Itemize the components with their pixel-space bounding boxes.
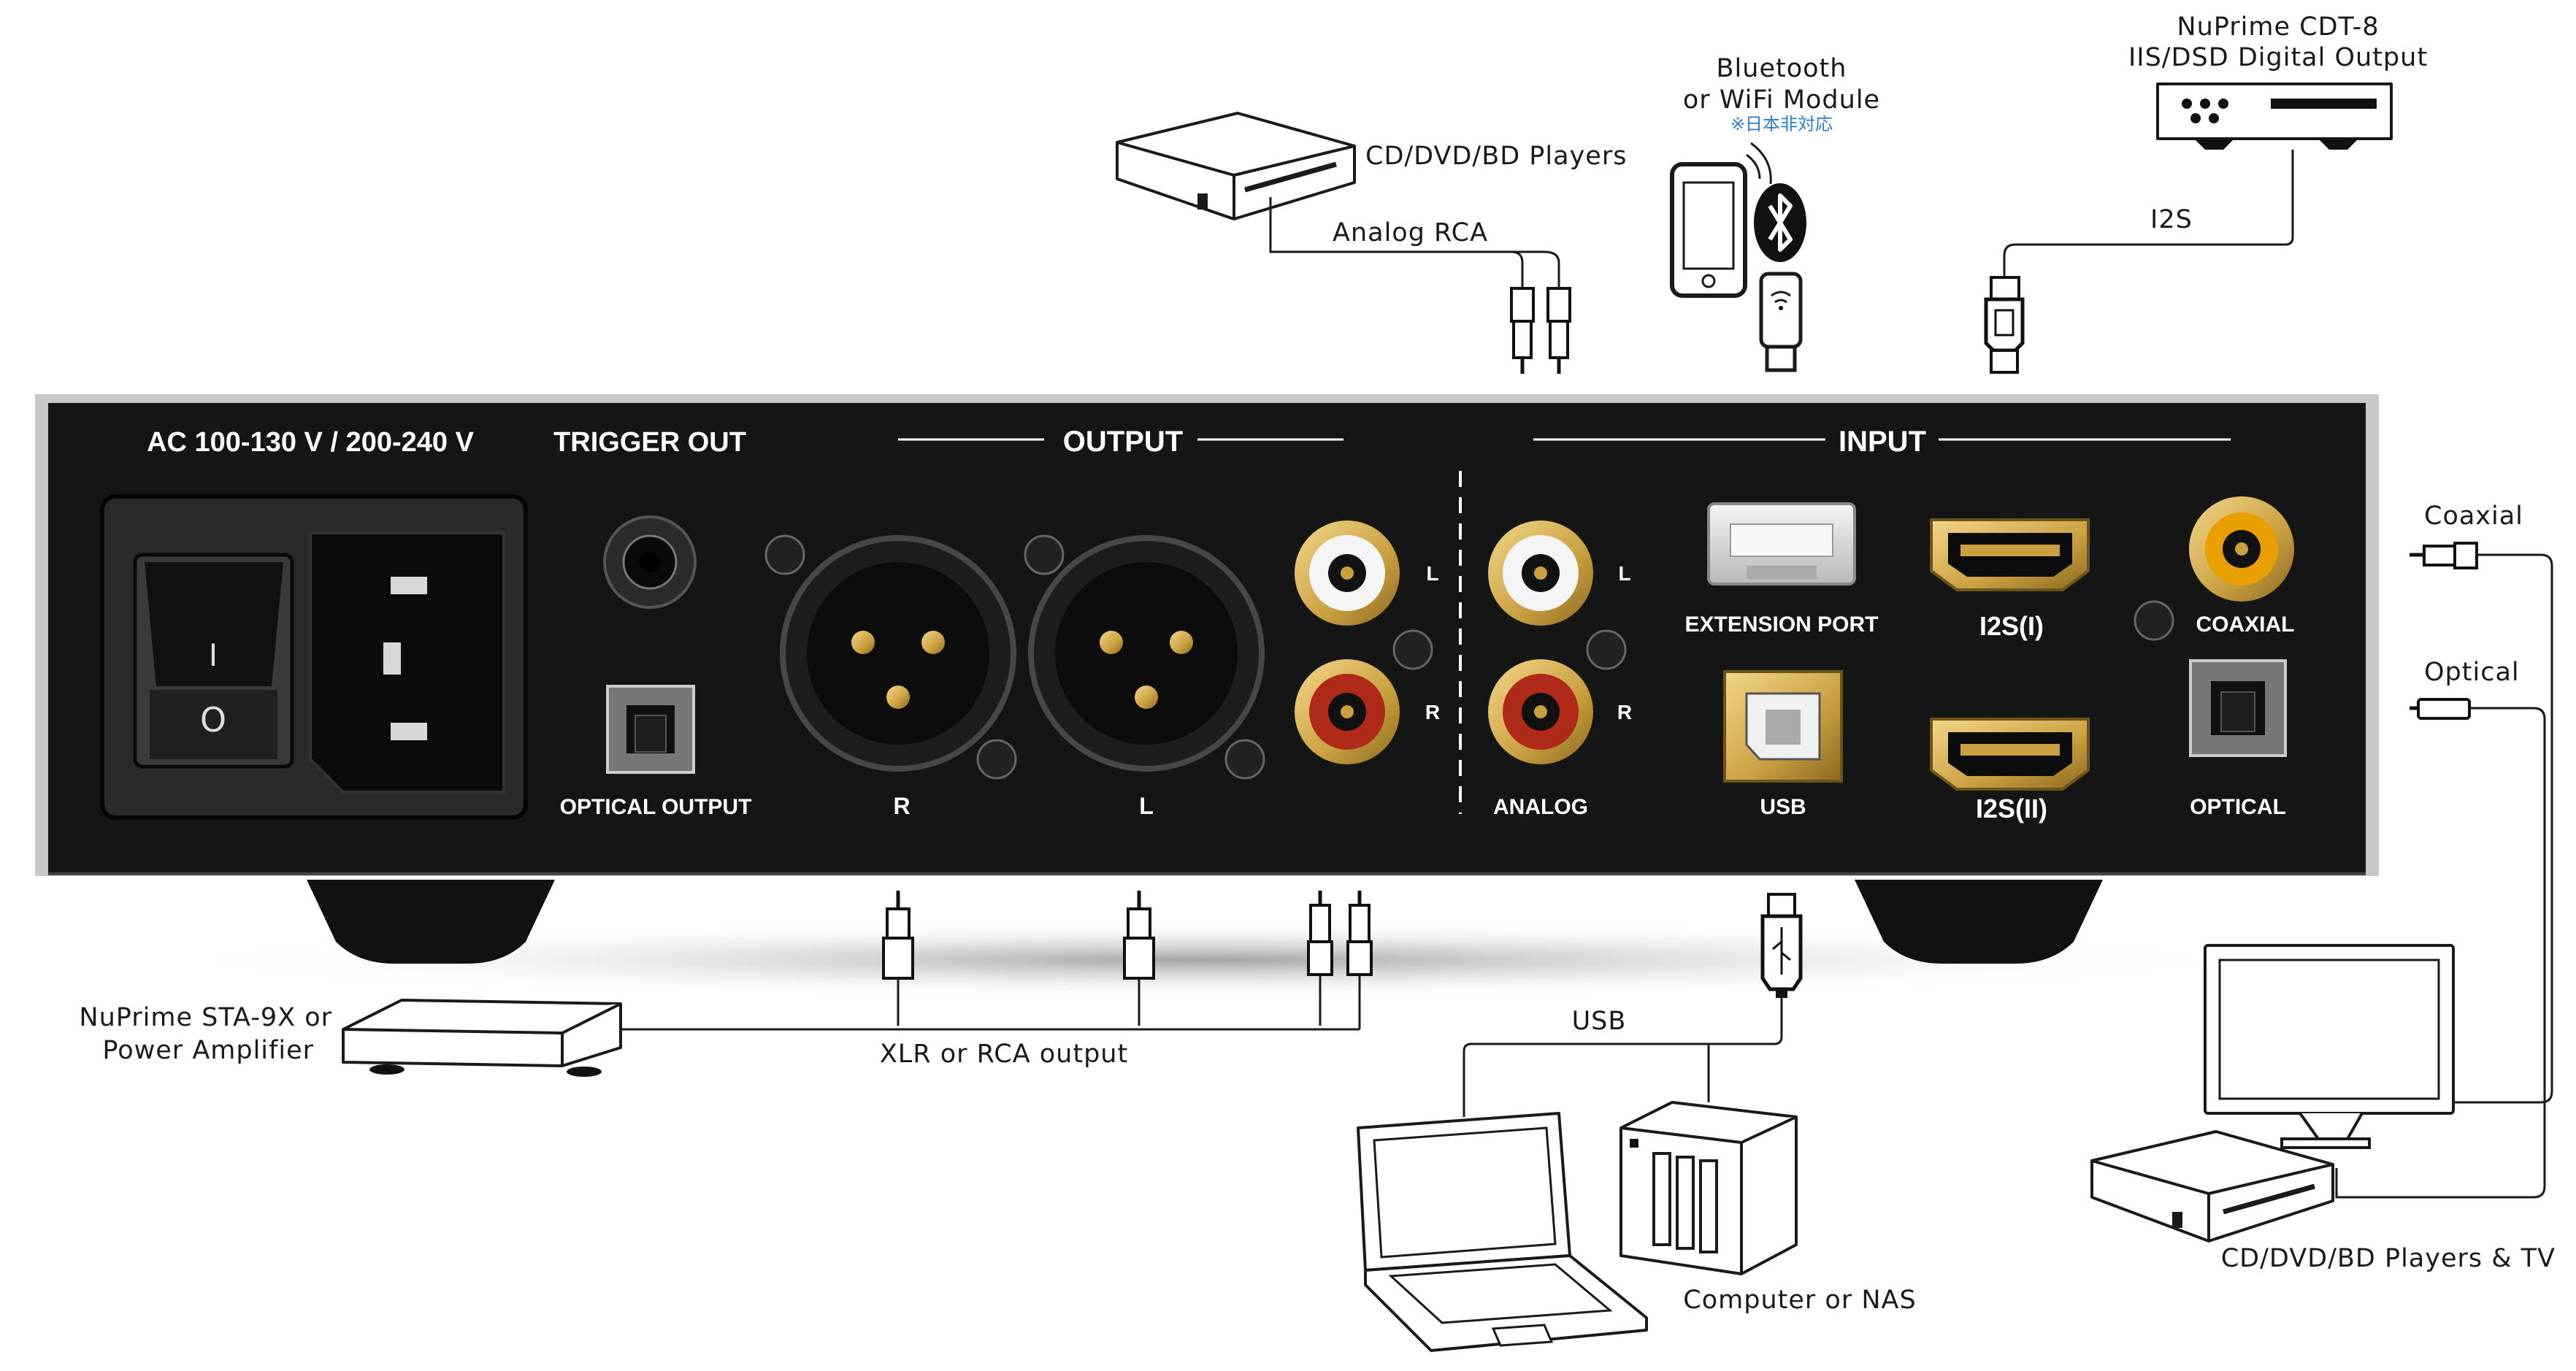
rca-plug-pair-bottom: [1307, 891, 1373, 976]
amplifier-label-line1: NuPrime STA-9X or: [79, 1003, 332, 1032]
xlr-rca-output-label: XLR or RCA output: [880, 1040, 1128, 1069]
hdmi-plug-icon: [1984, 276, 2025, 374]
rca-in-l-label: L: [1618, 562, 1630, 585]
usb-b-port: [1723, 670, 1843, 783]
xlr-output-r: [764, 534, 1017, 780]
rca-analog-input-pair: [1488, 521, 1627, 764]
xlr-l-label: L: [1139, 793, 1154, 819]
i2s-1-label: I2S(I): [1979, 611, 2044, 641]
smartphone-icon: [1670, 162, 1747, 298]
wireless-signal-icon: [1746, 142, 1772, 185]
optical-cable-label: Optical: [2424, 658, 2520, 687]
power-amplifier-icon: [342, 999, 622, 1077]
i2s-cable-label: I2S: [2150, 205, 2193, 234]
optical-output-port: [606, 685, 695, 774]
trigger-out-jack: [603, 515, 697, 609]
bluetooth-icon: [1754, 183, 1806, 262]
coaxial-label: COAXIAL: [2196, 612, 2295, 637]
wifi-dongle-icon: [1759, 272, 1803, 372]
optical-input-port: [2189, 659, 2287, 757]
bluetooth-label-line1: Bluetooth: [1717, 54, 1847, 83]
coaxial-cable: [2453, 553, 2553, 1104]
xlr-r-label: R: [893, 793, 910, 819]
rca-plug-pair-top: [1510, 287, 1571, 374]
ac-label: AC 100-130 V / 200-240 V: [147, 427, 474, 458]
bluetooth-note: ※日本非対応: [1730, 114, 1833, 134]
cd-players-tv-label: CD/DVD/BD Players & TV: [2221, 1244, 2556, 1273]
optical-output-label: OPTICAL OUTPUT: [560, 795, 752, 819]
i2s-cable: [2003, 150, 2294, 277]
cd-players-top-label: CD/DVD/BD Players: [1365, 142, 1627, 171]
xlr-plug-r-icon: [882, 891, 914, 980]
rca-out-r-label: R: [1425, 701, 1440, 723]
bluetooth-label-line2: or WiFi Module: [1683, 85, 1880, 115]
power-switch-off: O: [200, 700, 226, 740]
rca-in-r-label: R: [1617, 701, 1632, 723]
coaxial-cable-label: Coaxial: [2424, 502, 2523, 531]
extension-port-label: EXTENSION PORT: [1684, 612, 1878, 637]
extension-usb-port: [1707, 502, 1856, 585]
rca-out-l-label: L: [1426, 562, 1438, 585]
optical-label: OPTICAL: [2190, 795, 2286, 819]
analog-rca-label: Analog RCA: [1333, 218, 1488, 247]
usb-plug-icon: [1760, 893, 1803, 998]
i2s-2-port: [1930, 718, 2090, 791]
trigger-out-label: TRIGGER OUT: [553, 427, 746, 458]
xlr-rca-output-cable: [621, 975, 1361, 1031]
analog-rca-cable: [1269, 197, 1560, 288]
computer-nas-label: Computer or NAS: [1683, 1286, 1916, 1315]
i2s-1-port: [1930, 518, 2090, 591]
laptop-icon: [1357, 1112, 1648, 1352]
xlr-plug-l-icon: [1123, 891, 1155, 980]
power-switch-on: I: [209, 637, 218, 673]
amplifier-label-line2: Power Amplifier: [102, 1036, 314, 1065]
power-inlet-module: I O: [100, 494, 528, 820]
tv-monitor-icon: [2204, 944, 2455, 1149]
coaxial-input-port: [2134, 496, 2294, 641]
output-header: OUTPUT: [1063, 426, 1183, 458]
cdt8-transport-icon: [2156, 82, 2393, 150]
analog-label: ANALOG: [1493, 795, 1588, 819]
cd-player-bottom-icon: [2090, 1130, 2334, 1243]
usb-label: USB: [1760, 795, 1806, 819]
rca-output-pair: [1295, 521, 1433, 764]
cdt8-label-line2: IIS/DSD Digital Output: [2128, 43, 2428, 72]
floor-shadow: [146, 920, 2263, 1000]
usb-cable-label: USB: [1572, 1007, 1627, 1036]
i2s-2-label: I2S(II): [1976, 794, 2047, 823]
cd-player-top-icon: [1116, 112, 1356, 220]
optical-cable: [2335, 707, 2546, 1199]
optical-plug-icon: [2410, 698, 2471, 720]
device-feet: [307, 880, 2103, 964]
usb-cable: [1463, 998, 1783, 1117]
xlr-output-l: [1024, 534, 1265, 780]
nas-icon: [1619, 1101, 1798, 1275]
input-header: INPUT: [1839, 426, 1926, 458]
cdt8-label-line1: NuPrime CDT-8: [2177, 12, 2379, 42]
coaxial-plug-icon: [2410, 542, 2478, 569]
